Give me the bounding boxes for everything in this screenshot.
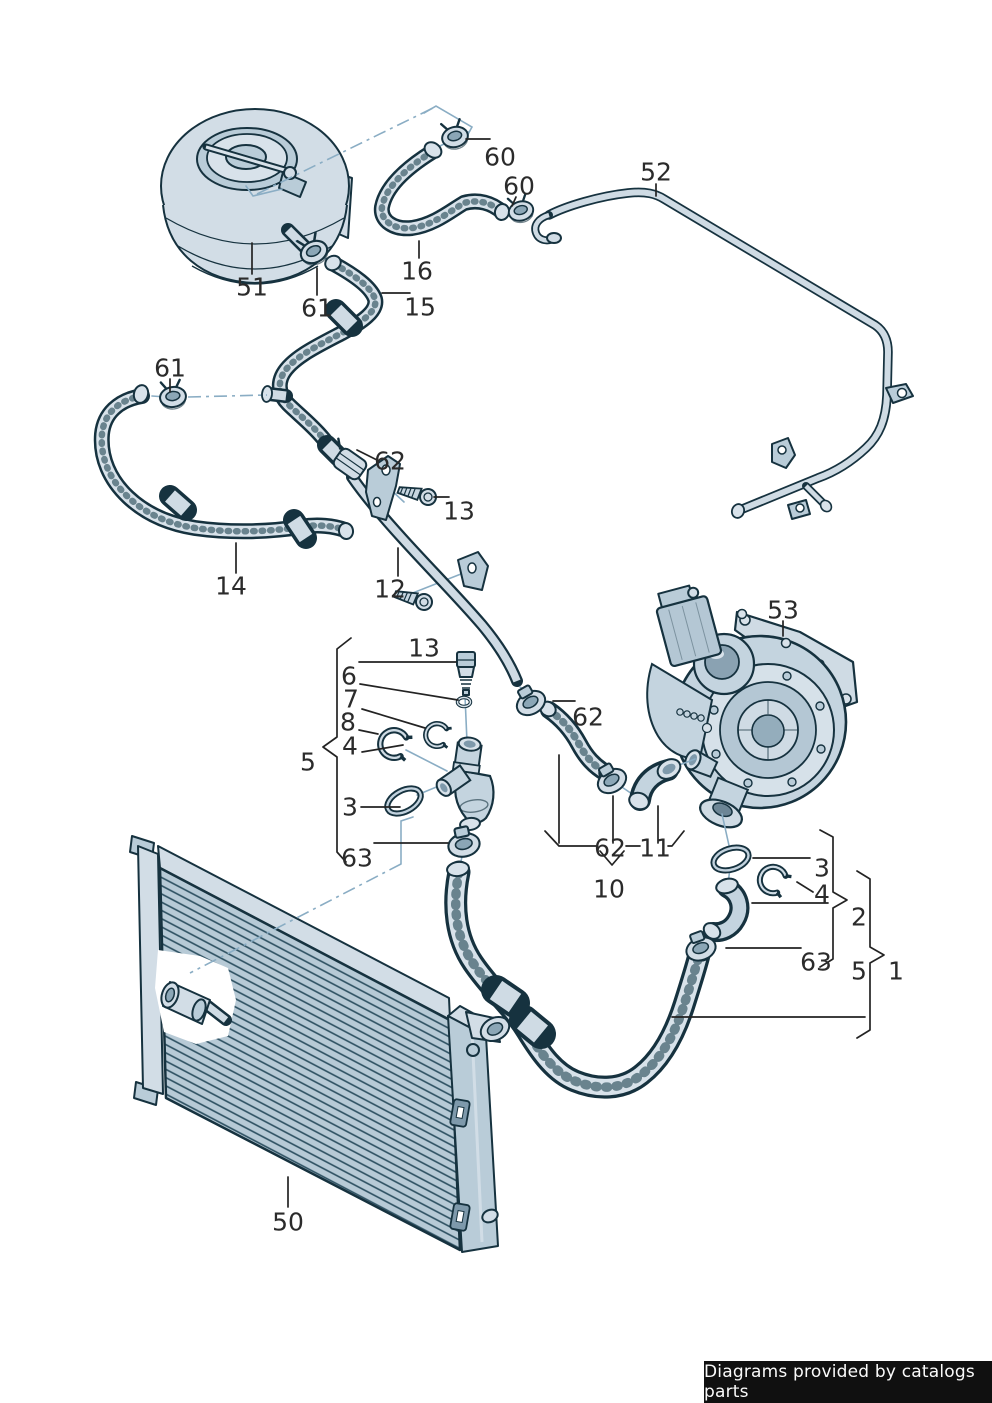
part-label-13[interactable]: 13 xyxy=(408,633,440,663)
callout-leaders xyxy=(169,138,885,1208)
part-label-11[interactable]: 11 xyxy=(639,833,671,863)
tee-connector xyxy=(435,736,495,832)
part-label-4[interactable]: 4 xyxy=(342,731,358,761)
part-label-61[interactable]: 61 xyxy=(154,353,186,383)
coolant-pipe-12 xyxy=(332,437,517,681)
part-label-3[interactable]: 3 xyxy=(342,792,358,822)
hose-14 xyxy=(102,378,355,549)
right-connector-group xyxy=(680,813,793,966)
clip-4b xyxy=(755,862,793,899)
pump-left-port xyxy=(684,749,719,778)
clamp-63 xyxy=(443,823,483,861)
clip-7 xyxy=(423,721,453,749)
part-label-10[interactable]: 10 xyxy=(593,874,625,904)
part-label-63[interactable]: 63 xyxy=(800,947,832,977)
brand-logos xyxy=(676,708,713,734)
part-label-16[interactable]: 16 xyxy=(401,256,433,286)
t-connector-group xyxy=(376,651,495,867)
footer-text: Diagrams provided by catalogs parts xyxy=(704,1362,975,1402)
elbow-2 xyxy=(702,877,750,943)
guide-frame-radiator xyxy=(189,816,414,974)
o-ring-3b xyxy=(711,843,752,874)
pump-bottom-port xyxy=(699,776,750,829)
part-label-62[interactable]: 62 xyxy=(594,833,626,863)
part-label-6[interactable]: 6 xyxy=(341,661,357,691)
part-label-50[interactable]: 50 xyxy=(272,1207,304,1237)
hose-16 xyxy=(382,116,538,228)
part-label-5[interactable]: 5 xyxy=(300,747,316,777)
part-label-60[interactable]: 60 xyxy=(484,142,516,172)
o-ring-3 xyxy=(383,783,425,818)
pump-solenoid xyxy=(655,584,723,668)
part-label-12[interactable]: 12 xyxy=(374,574,406,604)
clamp-61b xyxy=(156,378,189,412)
clamp-62-saddle xyxy=(332,437,368,481)
part-label-8[interactable]: 8 xyxy=(340,707,356,737)
coolant-pipe-52 xyxy=(531,192,914,520)
seal-6 xyxy=(455,695,473,709)
part-label-13[interactable]: 13 xyxy=(443,496,475,526)
elbow-11 xyxy=(628,758,682,811)
part-label-62[interactable]: 62 xyxy=(572,702,604,732)
temp-sensor-13 xyxy=(456,651,476,696)
footer-bar: Diagrams provided by catalogs parts xyxy=(704,1361,992,1403)
hose-10-upper xyxy=(508,679,696,811)
part-label-1[interactable]: 1 xyxy=(888,956,904,986)
part-label-52[interactable]: 52 xyxy=(640,157,672,187)
part-label-51[interactable]: 51 xyxy=(236,272,268,302)
water-pump xyxy=(646,584,859,829)
part-label-53[interactable]: 53 xyxy=(767,595,799,625)
part-label-15[interactable]: 15 xyxy=(404,292,436,322)
part-label-2[interactable]: 2 xyxy=(851,902,867,932)
part-label-14[interactable]: 14 xyxy=(215,571,247,601)
part-label-63[interactable]: 63 xyxy=(341,843,373,873)
part-label-5[interactable]: 5 xyxy=(851,956,867,986)
part-label-7[interactable]: 7 xyxy=(343,684,359,714)
expansion-tank xyxy=(160,108,353,285)
radiator xyxy=(129,835,511,1253)
screw-13 xyxy=(396,477,440,509)
hose-15 xyxy=(261,229,375,467)
part-label-61[interactable]: 61 xyxy=(301,293,333,323)
part-label-4[interactable]: 4 xyxy=(814,879,830,909)
part-label-62[interactable]: 62 xyxy=(374,446,406,476)
clip-4 xyxy=(376,726,413,762)
part-label-3[interactable]: 3 xyxy=(814,853,830,883)
part-label-60[interactable]: 60 xyxy=(503,171,535,201)
